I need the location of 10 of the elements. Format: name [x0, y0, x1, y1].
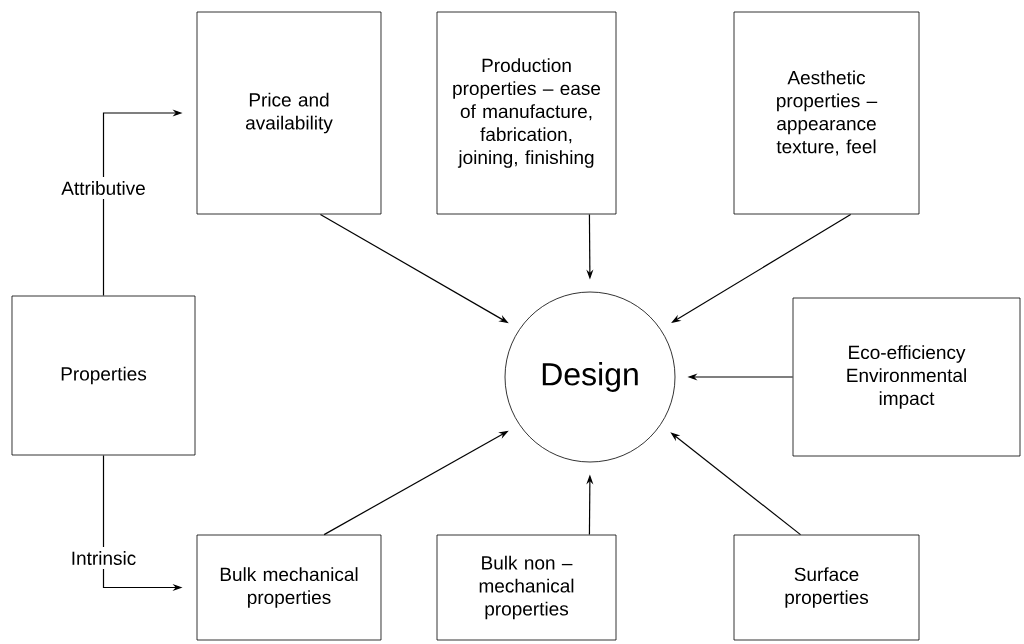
property-box: Production properties – ease of manufacture, fabrication, joining, finishing: [436, 11, 617, 215]
edge-label: Intrinsic: [66, 547, 141, 569]
property-box: Surface properties: [733, 534, 920, 641]
property-box: Price and availability: [196, 11, 382, 215]
property-box: Eco-efficiency Environmental impact: [792, 297, 1021, 457]
property-box: Aesthetic properties – appearance texture, feel: [733, 11, 920, 215]
property-box: Bulk mechanical properties: [196, 534, 382, 641]
edge-label: Attributive: [57, 177, 150, 199]
process-box: Properties: [11, 295, 196, 456]
property-box: Bulk non – mechanical properties: [436, 534, 617, 641]
